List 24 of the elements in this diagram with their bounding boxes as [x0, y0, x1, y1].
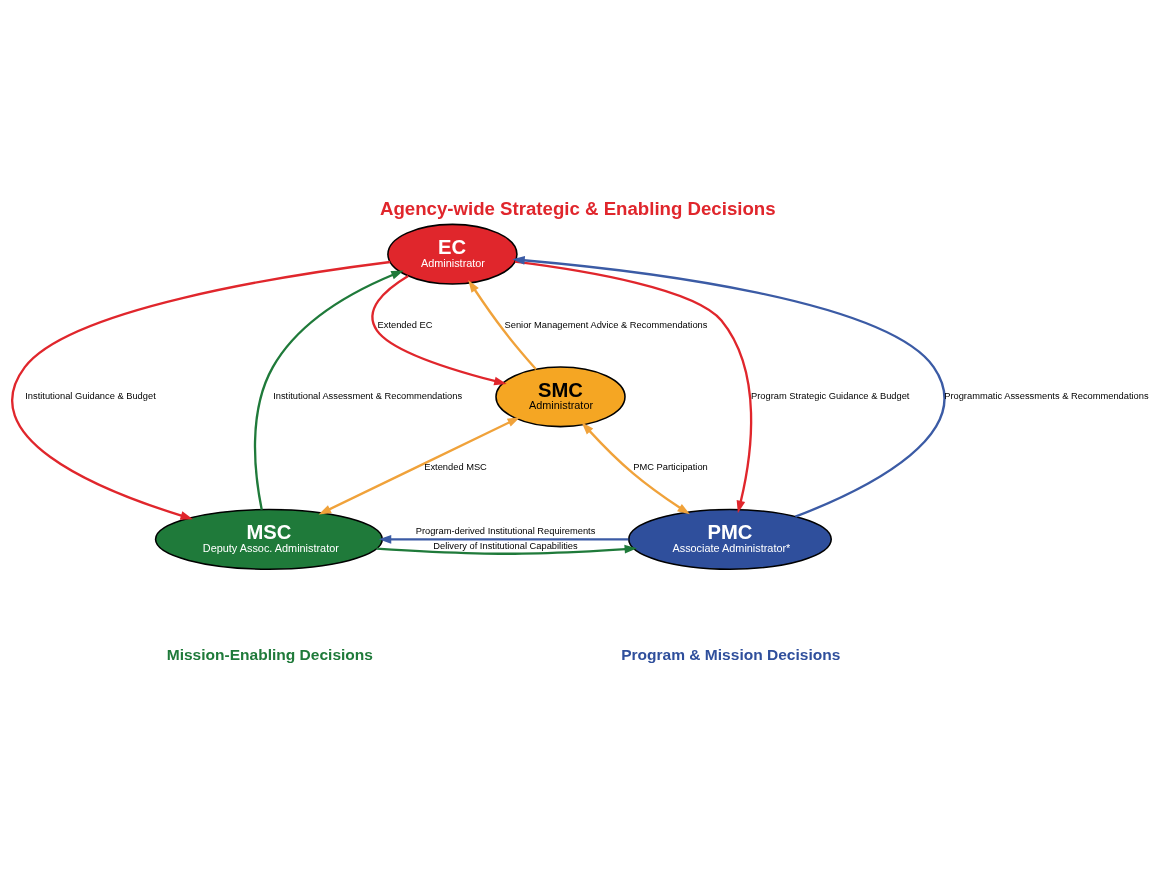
edge-label: Delivery of Institutional Capabilities	[433, 541, 578, 552]
arrow	[514, 260, 753, 514]
edge-label: PMC Participation	[633, 462, 708, 473]
arrow	[11, 260, 391, 520]
arrow	[468, 279, 537, 370]
edge-label: Program Strategic Guidance & Budget	[751, 391, 910, 402]
diagram-title: Agency-wide Strategic & Enabling Decisions	[379, 198, 776, 220]
edge-label: Program-derived Institutional Requirements	[415, 526, 596, 537]
arrow	[376, 544, 638, 555]
arrow	[581, 422, 690, 515]
edge-label: Institutional Assessment & Recommendations	[273, 391, 463, 402]
edge-label: Extended MSC	[424, 462, 487, 473]
arrow	[253, 270, 404, 510]
label: Mission-Enabling Decisions	[166, 646, 373, 664]
node-ellipse: PMC Associate Administrator*	[627, 508, 832, 570]
edge-label: Institutional Guidance & Budget	[25, 391, 156, 402]
arrow	[318, 417, 520, 515]
arrow	[371, 275, 507, 386]
label: Program & Mission Decisions	[621, 646, 841, 664]
edge-label: Senior Management Advice & Recommendations	[504, 319, 708, 330]
edge-label: Extended EC	[377, 319, 433, 330]
arrow	[512, 256, 946, 518]
arrow	[378, 535, 629, 544]
edge-label: Programmatic Assessments & Recommendations	[944, 391, 1149, 402]
